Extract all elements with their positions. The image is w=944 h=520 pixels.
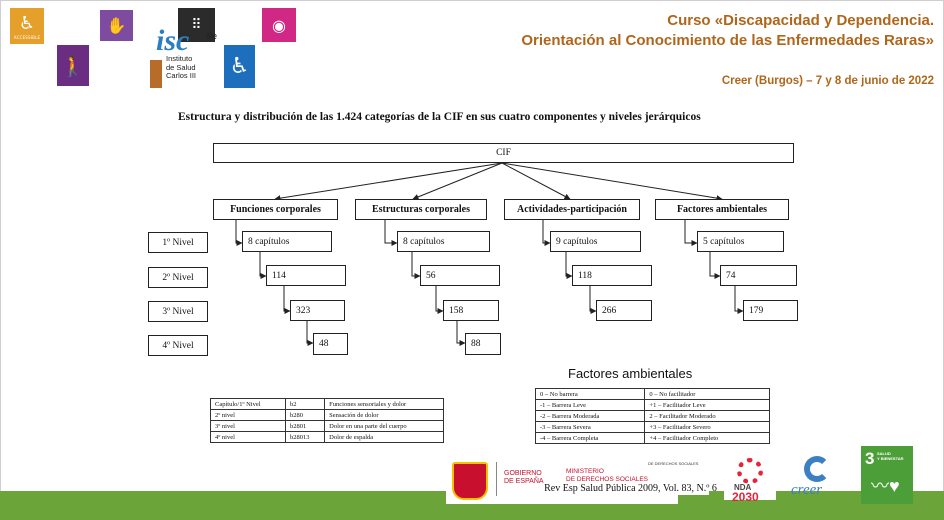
isciii-logo-tile (150, 60, 162, 88)
table-cell: 0 – No barrera (534, 388, 646, 400)
sdg3-badge: 3 SALUD Y BIENESTAR 〰♥ (861, 446, 913, 504)
ministry-small-label: DE DERECHOS SOCIALES (648, 461, 699, 466)
table-row: 3º nivel b2801 Dolor en una parte del cu… (210, 420, 444, 432)
wheelchair-glyph: ♿ (18, 12, 36, 34)
level-label-3: 3º Nivel (148, 301, 208, 322)
estructuras-level2: 56 (420, 265, 500, 286)
factores-level3: 179 (743, 300, 798, 321)
creer-wordmark: creer (791, 482, 823, 498)
isciii-logo-text: Instituto de Salud Carlos III (166, 54, 197, 80)
factores-ambientales-title: Factores ambientales (568, 366, 693, 381)
accessible-label: ACCESSIBLE (13, 34, 41, 40)
creer-logo: creer (788, 456, 848, 500)
factores-level2: 74 (720, 265, 797, 286)
actividades-level3: 266 (596, 300, 652, 321)
agenda-2030-logo: NDA 2030 (724, 456, 776, 504)
agenda-label: NDA (734, 483, 752, 492)
heartbeat-icon: 〰♥ (871, 476, 900, 496)
table-cell: 0 – No facilitador (644, 388, 770, 400)
table-cell: +3 – Facilitador Severo (644, 421, 770, 433)
sign-language-icon: ✋ (100, 10, 133, 41)
gobierno-espana-logo: GOBIERNO DE ESPAÑA MINISTERIO DE DERECHO… (446, 456, 678, 504)
table-row: 2º nivel b280 Sensación de dolor (210, 409, 444, 421)
spain-coat-of-arms-icon (452, 462, 488, 500)
braille-icon: ⠿ (178, 8, 215, 42)
table-cell: b2801 (284, 420, 326, 432)
braille-dots: ⠿ (191, 17, 202, 33)
estructuras-level3: 158 (443, 300, 499, 321)
table-cell: Dolor en una parte del cuerpo (324, 420, 444, 432)
course-title-line1: Curso «Discapacidad y Dependencia. (667, 12, 934, 29)
course-title-line2: Orientación al Conocimiento de las Enfer… (521, 32, 934, 49)
isciii-logo: isc Instituto de Salud Carlos III (150, 20, 216, 88)
estructuras-level4: 88 (465, 333, 501, 355)
component-actividades-participacion: Actividades-participación (504, 199, 640, 220)
funciones-level1: 8 capítulos (242, 231, 332, 252)
table-cell: b280 (284, 409, 326, 421)
elderly-person-icon: 🚶 (57, 45, 89, 86)
sdg-wheel-icon (737, 458, 763, 484)
table-cell: Funciones sensoriales y dolor (324, 398, 444, 410)
ministerio-label: MINISTERIO DE DERECHOS SOCIALES (566, 468, 648, 483)
table-cell: Capítulo/1º Nivel (210, 398, 286, 410)
table-row: -2 – Barrera Moderada 2 – Facilitador Mo… (534, 410, 770, 422)
funciones-level2: 114 (266, 265, 346, 286)
level-label-4: 4º Nivel (148, 335, 208, 356)
agenda-year: 2030 (732, 490, 759, 504)
actividades-level1: 9 capítulos (550, 231, 641, 252)
level-label-1: 1º Nivel (148, 232, 208, 253)
table-cell: -1 – Barrera Leve (534, 399, 646, 411)
table-cell: -3 – Barrera Severa (534, 421, 646, 433)
table-row: Capítulo/1º Nivel b2 Funciones sensorial… (210, 398, 444, 410)
braille-label: ille (206, 31, 218, 41)
actividades-level2: 118 (572, 265, 652, 286)
isciii-logo-mark: isc (156, 24, 190, 57)
diagram-heading: Estructura y distribución de las 1.424 c… (178, 111, 701, 123)
course-location-date: Creer (Burgos) – 7 y 8 de junio de 2022 (721, 75, 934, 87)
logo-divider (496, 462, 497, 496)
component-funciones-corporales: Funciones corporales (213, 199, 338, 220)
component-factores-ambientales: Factores ambientales (655, 199, 789, 220)
table-cell: Dolor de espalda (324, 431, 444, 443)
table-cell: 4º nivel (210, 431, 286, 443)
sdg-label: SALUD Y BIENESTAR (877, 451, 904, 461)
wheelchair-icon: ♿ (224, 45, 255, 88)
table-cell: 3º nivel (210, 420, 286, 432)
funciones-level4: 48 (313, 333, 348, 355)
table-row: 4º nivel b28013 Dolor de espalda (210, 431, 444, 443)
table-cell: +4 – Facilitador Completo (644, 432, 770, 444)
factores-level1: 5 capítulos (697, 231, 784, 252)
component-estructuras-corporales: Estructuras corporales (355, 199, 487, 220)
table-row: -4 – Barrera Completa +4 – Facilitador C… (534, 432, 770, 444)
table-cell: 2 – Facilitador Moderado (644, 410, 770, 422)
creer-c-icon (804, 456, 830, 482)
table-cell: b28013 (284, 431, 326, 443)
cif-root-box: CIF (213, 143, 794, 163)
gobierno-label: GOBIERNO DE ESPAÑA (504, 470, 544, 485)
table-row: -1 – Barrera Leve +1 – Facilitador Leve (534, 399, 770, 411)
table-cell: -4 – Barrera Completa (534, 432, 646, 444)
factores-qualifier-table: 0 – No barrera 0 – No facilitador -1 – B… (534, 388, 770, 444)
low-vision-icon: ◉ (262, 8, 296, 42)
table-cell: Sensación de dolor (324, 409, 444, 421)
estructuras-level1: 8 capítulos (397, 231, 490, 252)
table-cell: 2º nivel (210, 409, 286, 421)
cif-example-table: Capítulo/1º Nivel b2 Funciones sensorial… (210, 398, 444, 443)
table-cell: b2 (284, 398, 326, 410)
table-cell: +1 – Facilitador Leve (644, 399, 770, 411)
accessible-icon: ♿ ACCESSIBLE (10, 8, 44, 44)
level-label-2: 2º Nivel (148, 267, 208, 288)
source-citation: Rev Esp Salud Pública 2009, Vol. 83, N.º… (544, 482, 717, 495)
table-row: -3 – Barrera Severa +3 – Facilitador Sev… (534, 421, 770, 433)
sdg-number: 3 (865, 449, 875, 468)
funciones-level3: 323 (290, 300, 345, 321)
table-cell: -2 – Barrera Moderada (534, 410, 646, 422)
table-row: 0 – No barrera 0 – No facilitador (534, 388, 770, 400)
